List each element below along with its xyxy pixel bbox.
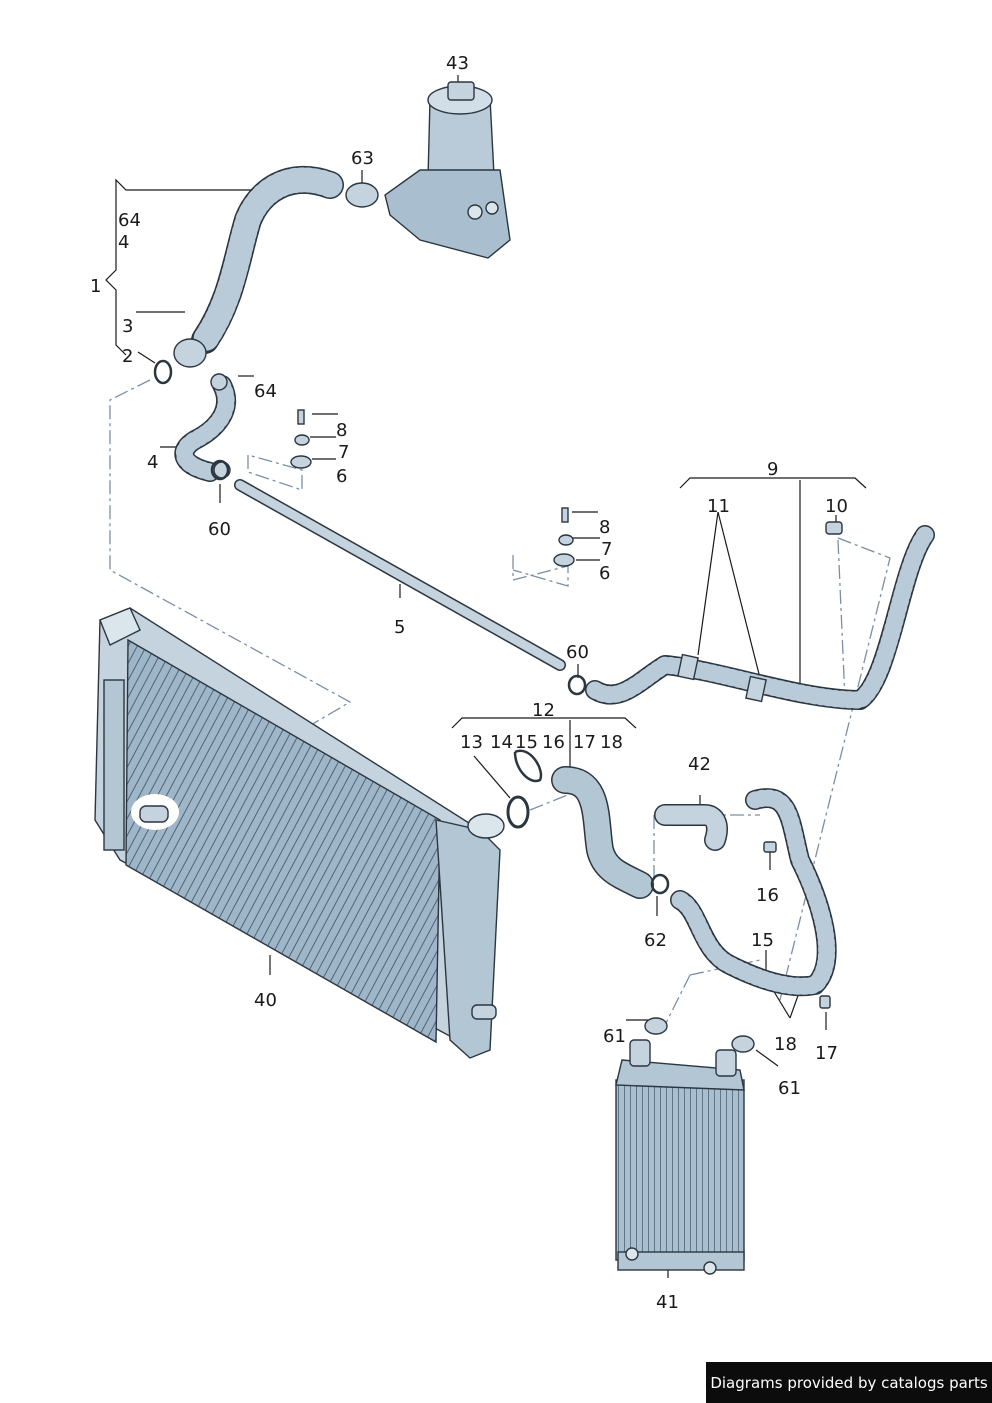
- label-62: 62: [644, 930, 667, 951]
- label-17: 17: [815, 1043, 838, 1064]
- label-4: 4: [147, 452, 158, 473]
- label-6: 6: [599, 563, 610, 584]
- label-17: 17: [573, 732, 596, 753]
- label-42: 42: [688, 754, 711, 775]
- label-14: 14: [490, 732, 513, 753]
- leader-lines: [105, 75, 867, 1278]
- label-10: 10: [825, 496, 848, 517]
- label-40: 40: [254, 990, 277, 1011]
- label-16: 16: [542, 732, 565, 753]
- label-18: 18: [774, 1034, 797, 1055]
- label-8: 8: [336, 420, 347, 441]
- label-64: 64: [254, 381, 277, 402]
- label-60: 60: [208, 519, 231, 540]
- radiator-40: [94, 607, 505, 1059]
- label-13: 13: [460, 732, 483, 753]
- label-6: 6: [336, 466, 347, 487]
- hoses: [153, 166, 935, 1053]
- label-4: 4: [118, 232, 129, 253]
- label-3: 3: [122, 316, 133, 337]
- credit-banner: Diagrams provided by catalogs parts: [706, 1362, 992, 1403]
- label-11: 11: [707, 496, 730, 517]
- oil-filter-housing-43: [384, 81, 511, 259]
- label-7: 7: [338, 442, 349, 463]
- label-7: 7: [601, 539, 612, 560]
- part-labels: 43 63 64 4 1 3 2 64 4 8 7 6 60 5 9 11 10…: [90, 53, 848, 1313]
- label-41: 41: [656, 1292, 679, 1313]
- label-1: 1: [90, 276, 101, 297]
- label-61: 61: [778, 1078, 801, 1099]
- label-63: 63: [351, 148, 374, 169]
- label-8: 8: [599, 517, 610, 538]
- label-9: 9: [767, 459, 778, 480]
- label-60: 60: [566, 642, 589, 663]
- label-16: 16: [756, 885, 779, 906]
- label-12: 12: [532, 700, 555, 721]
- label-64: 64: [118, 210, 141, 231]
- label-5: 5: [394, 617, 405, 638]
- oil-cooler-41: [615, 1039, 745, 1275]
- label-15: 15: [515, 732, 538, 753]
- label-2: 2: [122, 346, 133, 367]
- label-15: 15: [751, 930, 774, 951]
- label-61: 61: [603, 1026, 626, 1047]
- label-18: 18: [600, 732, 623, 753]
- label-43: 43: [446, 53, 469, 74]
